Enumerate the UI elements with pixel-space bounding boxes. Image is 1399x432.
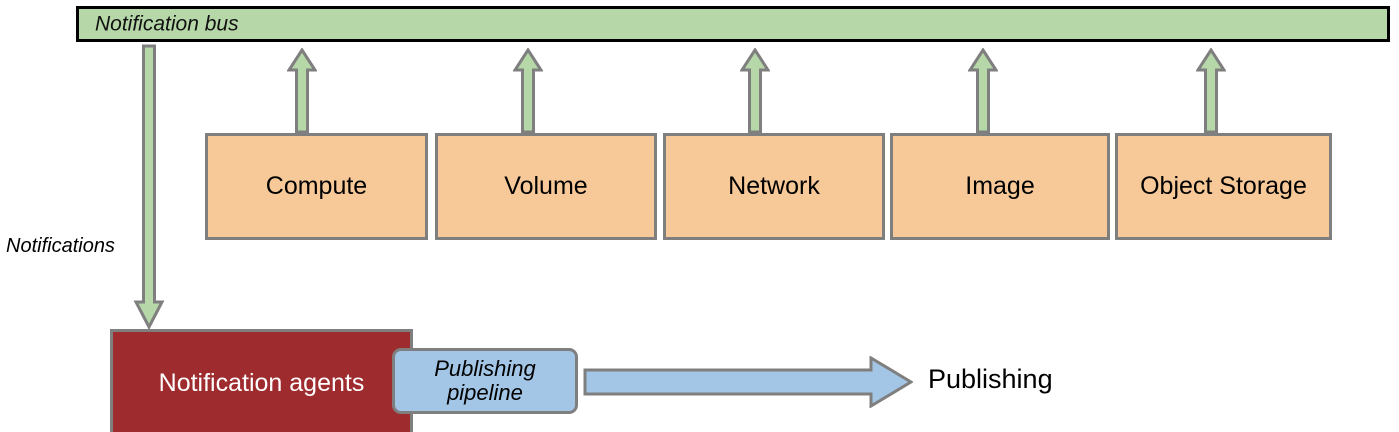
publishing-pipeline-label: Publishing pipeline bbox=[434, 357, 536, 405]
publishing-pipeline-line1: Publishing bbox=[434, 356, 536, 382]
publishing-pipeline-line2: pipeline bbox=[447, 380, 523, 405]
service-box-network[interactable]: Network bbox=[663, 133, 885, 240]
publishing-pipeline-box[interactable]: Publishing pipeline bbox=[392, 348, 578, 414]
notification-bus: Notification bus bbox=[76, 6, 1390, 42]
notification-agents-label: Notification agents bbox=[158, 368, 365, 397]
arrow-up-object-storage bbox=[1195, 47, 1227, 134]
service-box-volume[interactable]: Volume bbox=[435, 133, 657, 240]
arrow-up-compute bbox=[286, 47, 318, 134]
service-box-object-storage[interactable]: Object Storage bbox=[1115, 133, 1332, 240]
arrow-up-network bbox=[739, 47, 771, 134]
arrow-up-image bbox=[967, 47, 999, 134]
service-label-compute: Compute bbox=[265, 172, 368, 200]
notification-bus-label: Notification bus bbox=[95, 12, 239, 36]
arrow-down-notifications bbox=[133, 44, 165, 331]
publishing-label: Publishing bbox=[928, 364, 1053, 394]
service-box-image[interactable]: Image bbox=[890, 133, 1110, 240]
service-label-network: Network bbox=[728, 172, 820, 200]
service-box-compute[interactable]: Compute bbox=[205, 133, 428, 240]
notification-agents-box[interactable]: Notification agents bbox=[110, 329, 413, 432]
notifications-flow-label: Notifications bbox=[6, 235, 115, 257]
service-label-image: Image bbox=[965, 172, 1035, 200]
service-label-volume: Volume bbox=[504, 172, 588, 200]
arrow-up-volume bbox=[512, 47, 544, 134]
arrow-right-publishing bbox=[583, 355, 914, 409]
service-label-object-storage: Object Storage bbox=[1140, 172, 1307, 200]
